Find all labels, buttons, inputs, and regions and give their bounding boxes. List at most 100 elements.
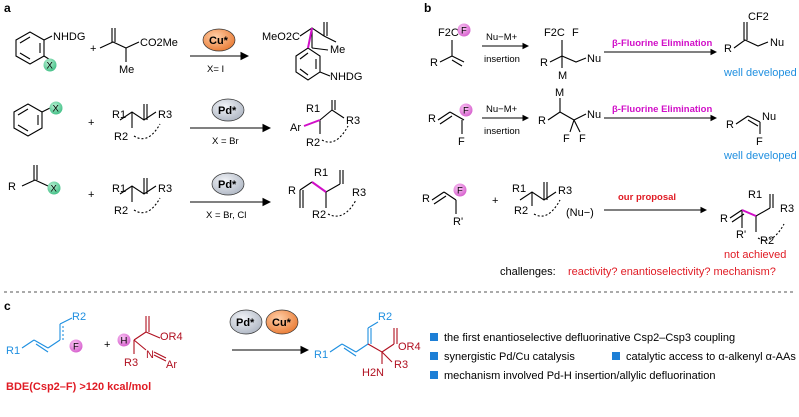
b-row1-reagent: Nu−M+ xyxy=(486,32,518,43)
b-row2-elimination: β-Fluorine Elimination xyxy=(612,104,712,115)
b-row1-prod-nu: Nu xyxy=(770,37,784,49)
panel-a-row2 xyxy=(13,100,349,143)
row2-r3: R3 xyxy=(158,109,172,121)
row2-r2: R2 xyxy=(114,131,128,143)
c-plus: + xyxy=(104,339,110,351)
row3-r2: R2 xyxy=(114,205,128,217)
b-row2-int-m: M xyxy=(555,87,564,99)
row2-condition: X = Br xyxy=(212,136,239,147)
b-row2-f-bot: F xyxy=(458,136,465,148)
b-row2-step: insertion xyxy=(484,126,520,137)
b-row1-f: F xyxy=(461,26,467,37)
pd-catalyst-icon xyxy=(211,98,245,122)
row3-r1: R1 xyxy=(112,183,126,195)
b-row2-prod-r: R xyxy=(726,119,734,131)
row1-x-label: X xyxy=(47,61,54,72)
row2-x-label: X xyxy=(53,104,60,115)
b-row1-prod-cf2: CF2 xyxy=(748,11,769,23)
b-row3-r3: R3 xyxy=(558,185,572,197)
pd-catalyst-icon-2 xyxy=(211,172,245,196)
b-row1-elimination: β-Fluorine Elimination xyxy=(612,38,712,49)
b-row3-proposal: our proposal xyxy=(618,192,676,203)
b-row3-plus: + xyxy=(492,195,498,207)
row3-catalyst: Pd* xyxy=(218,179,237,191)
bullet-1: the first enantioselective defluorinativ… xyxy=(444,332,735,344)
bullet-marker-3 xyxy=(612,352,620,360)
row1-meo2c: MeO2C xyxy=(262,31,300,43)
row3-prod-r2: R2 xyxy=(312,209,326,221)
challenges-text: reactivity? enantioselectivity? mechanis… xyxy=(568,266,776,278)
b-row3-r: R xyxy=(422,193,430,205)
panel-label-a: a xyxy=(4,1,11,15)
fluorine-marker-3 xyxy=(453,183,467,197)
fluorine-marker xyxy=(457,23,471,37)
row3-r: R xyxy=(8,181,16,193)
row1-plus: + xyxy=(90,43,96,55)
b-row2-int-nu: Nu xyxy=(587,109,601,121)
c-ar: Ar xyxy=(166,359,177,371)
b-row3-prod-r: R xyxy=(720,213,728,225)
c-n: N xyxy=(146,349,154,361)
b-row2-prod-nu: Nu xyxy=(762,111,776,123)
row1-catalyst: Cu* xyxy=(209,35,229,47)
row3-plus: + xyxy=(88,189,94,201)
row2-prod-r2: R2 xyxy=(306,137,320,149)
b-row1-int-f: F xyxy=(572,27,579,39)
bullet-marker-4 xyxy=(430,371,438,379)
row2-ar: Ar xyxy=(290,122,301,134)
challenges-prefix: challenges: xyxy=(500,266,556,278)
fluorine-marker-c xyxy=(69,339,83,353)
row1-prod-me: Me xyxy=(330,44,345,56)
b-row3-nu: (Nu−) xyxy=(566,207,594,219)
c-prod-r2: R2 xyxy=(378,311,392,323)
row3-condition: X = Br, Cl xyxy=(206,210,246,221)
panel-b-bonds xyxy=(431,22,785,241)
b-row2-int-f: F xyxy=(563,133,570,145)
bullet-marker-2 xyxy=(430,352,438,360)
row1-prod-nhdg: NHDG xyxy=(330,71,362,83)
b-row1-int-nu: Nu xyxy=(587,53,601,65)
c-h: H xyxy=(121,336,128,347)
row3-r3: R3 xyxy=(158,183,172,195)
b-row1-int-r: R xyxy=(540,57,548,69)
b-row2-status: well developed xyxy=(723,150,797,162)
row1-nhdg: NHDG xyxy=(53,31,85,43)
b-row3-prod-rp: R' xyxy=(736,229,746,241)
b-row1-step: insertion xyxy=(484,54,520,65)
b-row1-r: R xyxy=(430,57,438,69)
row2-prod-r3: R3 xyxy=(346,115,360,127)
panel-label-b: b xyxy=(424,1,431,15)
c-or4: OR4 xyxy=(160,331,183,343)
row1-me: Me xyxy=(119,64,134,76)
row3-prod-r3: R3 xyxy=(352,187,366,199)
panel-a-row3 xyxy=(21,165,357,217)
b-row3-status: not achieved xyxy=(724,249,786,261)
b-row3-f: F xyxy=(457,186,463,197)
bullet-3: catalytic access to α-alkenyl α-AAs xyxy=(626,351,796,363)
c-cat-cu: Cu* xyxy=(272,317,292,329)
row3-x-label: X xyxy=(51,184,58,195)
b-row3-r1: R1 xyxy=(512,183,526,195)
c-prod-r3: R3 xyxy=(394,359,408,371)
row1-condition: X= I xyxy=(207,64,224,75)
c-f: F xyxy=(73,342,79,353)
c-prod-r1: R1 xyxy=(314,349,328,361)
b-row1-status: well developed xyxy=(723,67,797,79)
bullet-4: mechanism involved Pd-H insertion/allyli… xyxy=(444,370,715,382)
cu-catalyst-icon xyxy=(202,28,236,52)
cu-catalyst-icon-c xyxy=(265,309,299,335)
b-row3-rp: R' xyxy=(453,216,463,228)
c-r3: R3 xyxy=(124,357,138,369)
c-r2: R2 xyxy=(72,311,86,323)
b-row2-int-f2: F xyxy=(579,133,586,145)
b-row3-prod-r2: R2 xyxy=(760,235,774,247)
row2-prod-r1: R1 xyxy=(306,103,320,115)
x-substituent-marker xyxy=(43,58,57,72)
panel-c-bonds xyxy=(21,316,398,364)
b-row3-prod-r1: R1 xyxy=(748,189,762,201)
b-row2-r: R xyxy=(428,113,436,125)
b-row2-f-top: F xyxy=(463,106,469,117)
c-prod-or4: OR4 xyxy=(398,341,421,353)
